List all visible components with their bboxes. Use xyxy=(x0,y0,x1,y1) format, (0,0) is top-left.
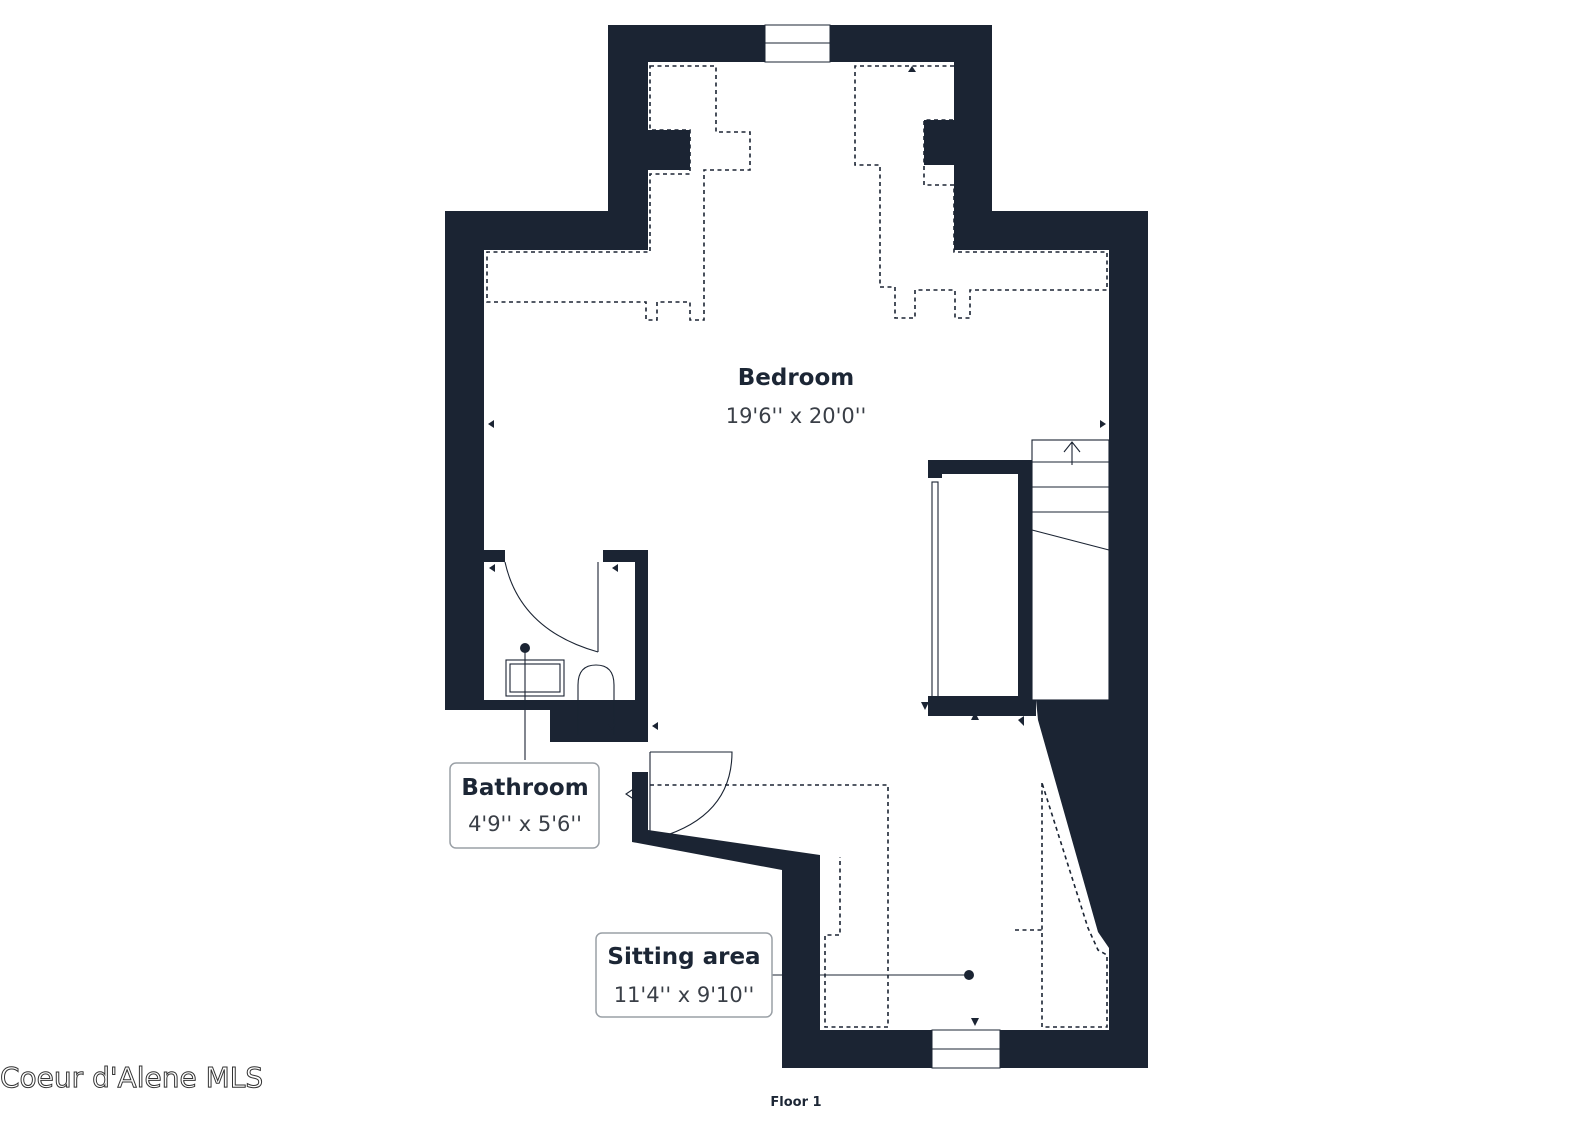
room-name-bathroom: Bathroom xyxy=(461,775,588,801)
closet-sliding-door xyxy=(931,481,939,698)
floor-label: Floor 1 xyxy=(770,1095,821,1110)
wall-nub-right xyxy=(924,120,954,165)
exterior-walls xyxy=(445,25,1148,1068)
sitting-door-swing xyxy=(649,751,733,841)
stairs xyxy=(1031,439,1110,701)
bathroom-door-swing xyxy=(504,561,599,653)
watermark: Coeur d'Alene MLS xyxy=(0,1061,263,1094)
room-dimensions-bedroom: 19'6'' x 20'0'' xyxy=(726,404,867,428)
room-dimensions-bathroom: 4'9'' x 5'6'' xyxy=(468,812,582,836)
bathroom-label-box xyxy=(449,762,600,849)
bathroom-toilet xyxy=(577,664,615,735)
wall-nub-left xyxy=(648,130,690,170)
room-name-bedroom: Bedroom xyxy=(738,365,855,391)
stair-closet-walls xyxy=(928,460,1036,716)
room-name-sitting-area: Sitting area xyxy=(607,944,760,970)
sitting-area-label-box xyxy=(595,932,773,1018)
room-dimensions-sitting-area: 11'4'' x 9'10'' xyxy=(614,983,755,1007)
dimension-markers xyxy=(488,66,1106,1026)
bathroom-sink xyxy=(505,659,565,697)
